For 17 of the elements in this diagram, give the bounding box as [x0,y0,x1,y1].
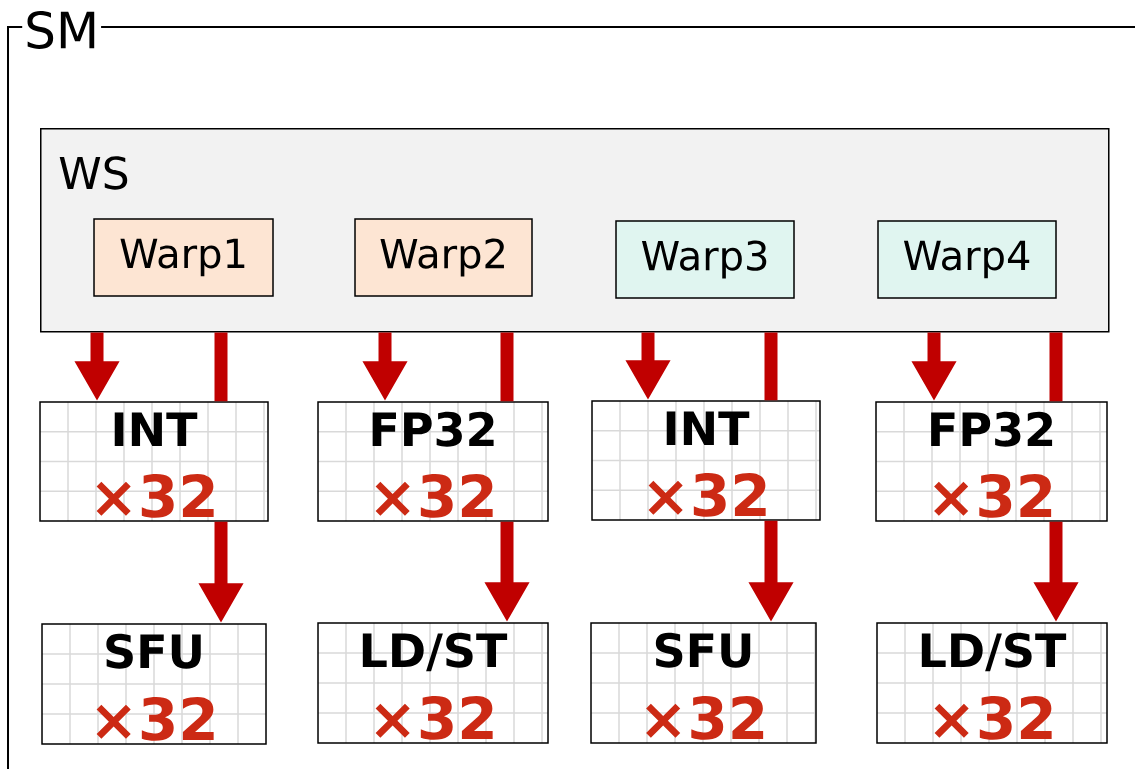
unit-box: SFU ×32 [590,622,817,744]
warp-box: Warp2 [354,218,533,297]
connector-bar [500,332,514,402]
connector-bar [214,332,228,402]
warp-box: Warp4 [877,220,1057,299]
unit-box: FP32 ×32 [875,401,1108,522]
warp-box: Warp1 [93,218,274,297]
unit-box: LD/ST ×32 [317,622,549,744]
unit-box: INT ×32 [39,401,269,522]
unit-box: LD/ST ×32 [876,622,1108,744]
node-label: SM [27,11,95,49]
connector-bar [764,332,778,401]
warp-box: Warp3 [615,220,795,299]
connector-bar [1049,332,1063,402]
unit-box: FP32 ×32 [317,401,549,522]
unit-box: SFU ×32 [41,623,267,745]
unit-box: INT ×32 [591,400,821,521]
